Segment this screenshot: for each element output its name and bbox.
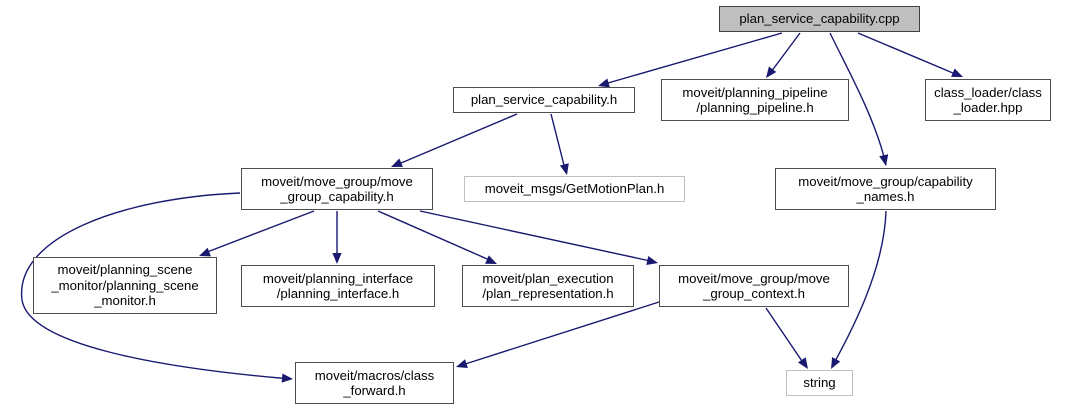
graph-node-psc_h[interactable]: plan_service_capability.h bbox=[453, 87, 635, 113]
graph-node-mg_ctx[interactable]: moveit/move_group/move _group_context.h bbox=[659, 265, 849, 307]
graph-edge-psc_h-to-mg_cap bbox=[393, 113, 518, 167]
graph-edge-cap_names-to-string bbox=[831, 210, 887, 368]
graph-node-label: moveit/move_group/move _group_context.h bbox=[678, 270, 830, 302]
graph-edge-root-to-cap_names bbox=[829, 32, 887, 166]
graph-node-pi[interactable]: moveit/planning_interface /planning_inte… bbox=[241, 265, 435, 307]
graph-arrowhead-mg_cap-to-psm bbox=[199, 247, 211, 257]
graph-node-pipeline[interactable]: moveit/planning_pipeline /planning_pipel… bbox=[661, 79, 849, 121]
graph-node-label: moveit_msgs/GetMotionPlan.h bbox=[484, 181, 665, 197]
graph-arrowhead-psc_h-to-get_motion bbox=[559, 163, 569, 175]
graph-edge-mg_ctx-to-string bbox=[765, 307, 807, 368]
graph-node-class_forward[interactable]: moveit/macros/class _forward.h bbox=[295, 362, 454, 404]
graph-node-psm[interactable]: moveit/planning_scene _monitor/planning_… bbox=[33, 257, 217, 314]
graph-edge-mg_cap-to-psm bbox=[201, 210, 315, 255]
graph-arrowhead-mg_ctx-to-class_forward bbox=[456, 359, 468, 368]
graph-node-mg_cap[interactable]: moveit/move_group/move _group_capability… bbox=[241, 168, 433, 210]
graph-edge-mg_ctx-to-class_forward bbox=[458, 301, 660, 367]
graph-edge-root-to-class_loader bbox=[857, 32, 961, 77]
graph-arrowhead-psc_h-to-mg_cap bbox=[391, 158, 403, 167]
graph-node-label: moveit/planning_pipeline /planning_pipel… bbox=[682, 84, 828, 116]
graph-node-label: class_loader/class _loader.hpp bbox=[934, 84, 1042, 116]
graph-node-root[interactable]: plan_service_capability.cpp bbox=[719, 6, 920, 32]
graph-edge-mg_cap-to-class_forward bbox=[21, 192, 292, 380]
graph-node-label: plan_service_capability.h bbox=[470, 92, 618, 108]
graph-arrowhead-mg_cap-to-plan_rep bbox=[485, 255, 497, 264]
graph-node-label: moveit/plan_execution /plan_representati… bbox=[482, 270, 614, 302]
graph-arrowhead-root-to-pipeline bbox=[766, 66, 777, 78]
graph-node-label: moveit/planning_interface /planning_inte… bbox=[262, 270, 414, 302]
graph-node-label: string bbox=[803, 375, 836, 391]
graph-node-label: moveit/planning_scene _monitor/planning_… bbox=[51, 262, 199, 309]
graph-node-plan_rep[interactable]: moveit/plan_execution /plan_representati… bbox=[462, 265, 634, 307]
graph-edge-psc_h-to-get_motion bbox=[550, 113, 567, 174]
graph-arrowhead-mg_cap-to-pi bbox=[332, 253, 342, 264]
graph-node-cap_names[interactable]: moveit/move_group/capability _names.h bbox=[775, 168, 996, 210]
graph-arrowhead-root-to-psc_h bbox=[598, 78, 610, 88]
graph-edge-mg_cap-to-plan_rep bbox=[377, 210, 495, 263]
graph-arrowhead-mg_ctx-to-string bbox=[798, 357, 808, 369]
graph-arrowhead-mg_cap-to-class_forward bbox=[281, 373, 293, 383]
graph-arrowhead-mg_cap-to-mg_ctx bbox=[646, 256, 658, 266]
graph-edge-root-to-pipeline bbox=[767, 32, 801, 77]
graph-node-label: plan_service_capability.cpp bbox=[739, 11, 900, 27]
graph-arrowhead-root-to-cap_names bbox=[879, 154, 889, 166]
graph-edge-root-to-psc_h bbox=[600, 32, 783, 86]
graph-node-string[interactable]: string bbox=[786, 370, 853, 396]
graph-node-label: moveit/move_group/move _group_capability… bbox=[261, 173, 413, 205]
graph-arrowhead-cap_names-to-string bbox=[831, 357, 841, 369]
graph-node-get_motion[interactable]: moveit_msgs/GetMotionPlan.h bbox=[464, 176, 685, 202]
graph-node-label: moveit/move_group/capability _names.h bbox=[798, 173, 973, 205]
graph-node-class_loader[interactable]: class_loader/class _loader.hpp bbox=[925, 79, 1051, 121]
graph-arrowhead-root-to-class_loader bbox=[951, 68, 963, 77]
graph-edge-mg_cap-to-mg_ctx bbox=[419, 210, 656, 263]
graph-node-label: moveit/macros/class _forward.h bbox=[314, 367, 435, 399]
